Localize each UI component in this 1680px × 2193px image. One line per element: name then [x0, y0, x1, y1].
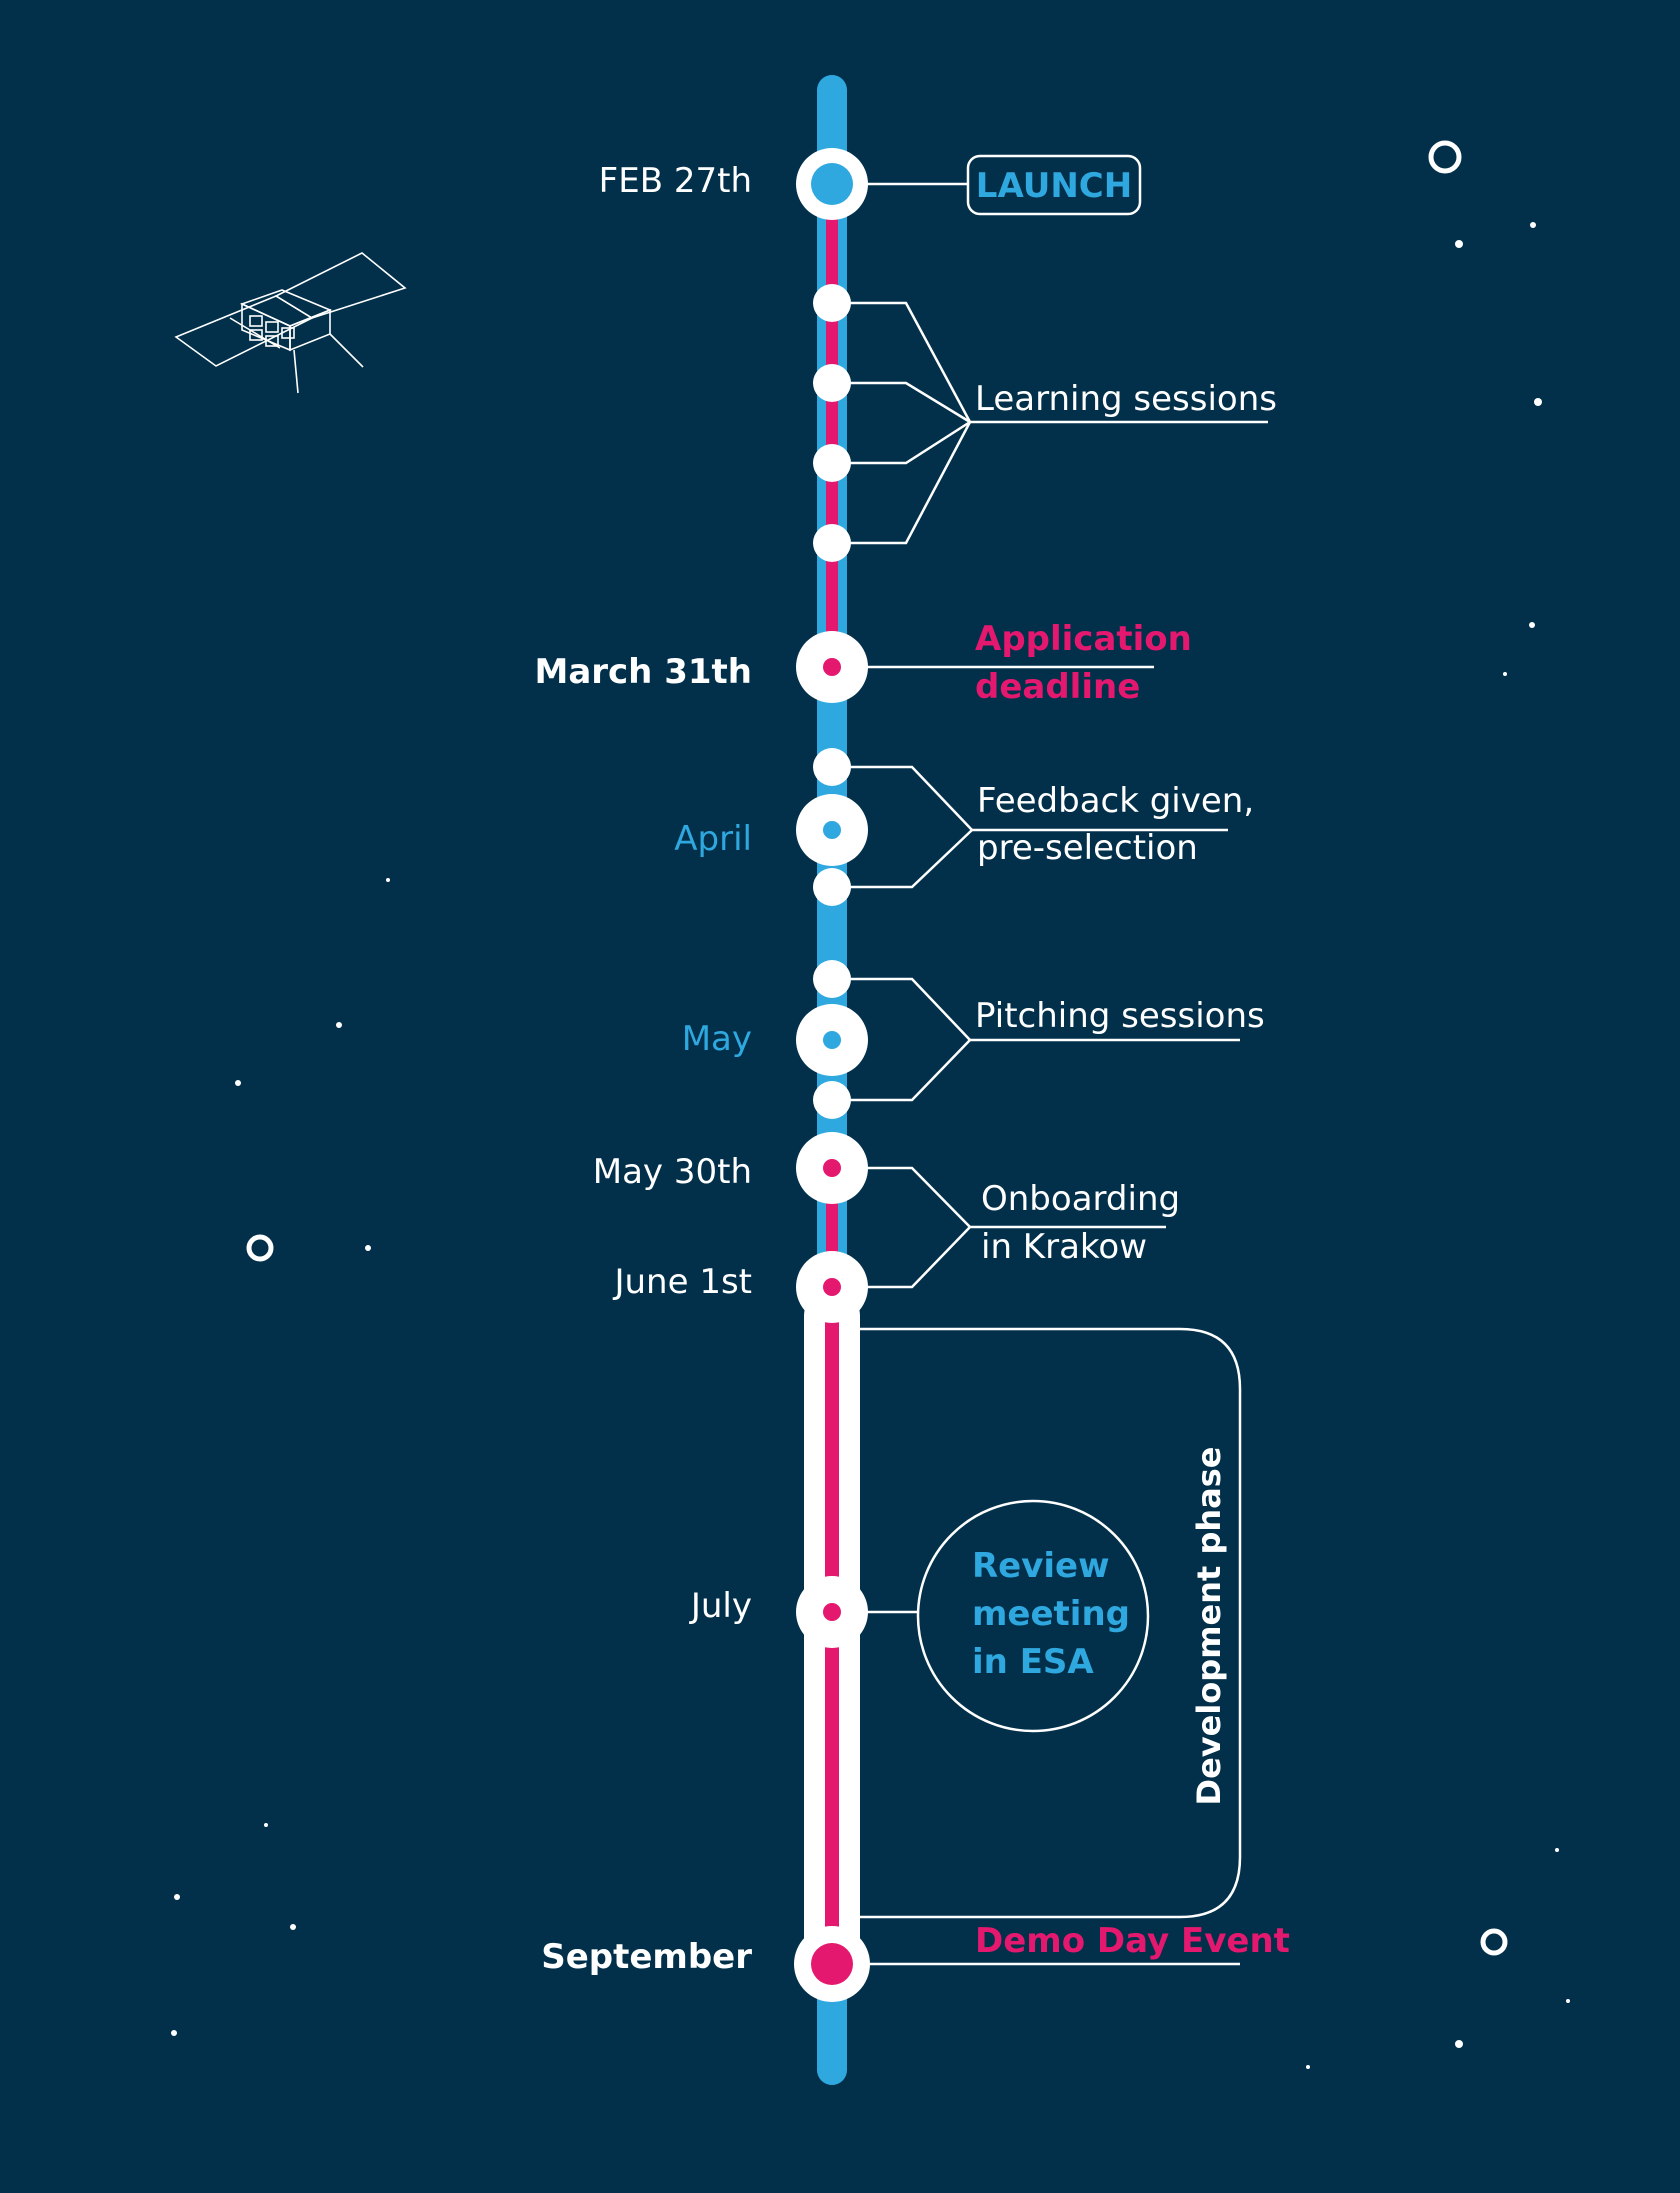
satellite-outline-icon: [174, 252, 407, 394]
development-bracket: [860, 1327, 1242, 1919]
deadline-label-line2: deadline: [975, 667, 1140, 707]
learning-sessions-label: Learning sessions: [975, 379, 1277, 419]
node-deadline: [796, 631, 868, 703]
node-may30: [796, 1132, 868, 1204]
onboarding-label-line1: Onboarding: [981, 1179, 1180, 1219]
node-may: [796, 960, 868, 1119]
feedback-label-line1: Feedback given,: [977, 781, 1254, 821]
deadline-label-line1: Application: [975, 619, 1192, 659]
onboarding-label-line2: in Krakow: [981, 1227, 1147, 1267]
review-label-line2: meeting: [972, 1594, 1130, 1634]
date-may30: May 30th: [593, 1152, 752, 1192]
stars-decoration: [171, 222, 1570, 2069]
ring-stars-decoration: [246, 140, 1508, 1956]
review-label-line3: in ESA: [972, 1642, 1094, 1682]
connector-lines: [832, 182, 1268, 1966]
node-april: [796, 748, 868, 906]
review-label-line1: Review: [972, 1546, 1110, 1586]
node-september: [794, 1926, 870, 2002]
date-september: September: [541, 1937, 752, 1977]
demo-day-label: Demo Day Event: [975, 1921, 1290, 1961]
date-june1: June 1st: [612, 1262, 752, 1302]
node-july: [796, 1576, 868, 1648]
pitching-label: Pitching sessions: [975, 996, 1265, 1036]
feedback-label-line2: pre-selection: [977, 828, 1198, 868]
date-may: May: [682, 1019, 752, 1059]
review-circle: [916, 1499, 1150, 1733]
date-deadline: March 31th: [534, 652, 752, 692]
date-launch: FEB 27th: [599, 161, 752, 201]
node-june1: [796, 1251, 868, 1323]
development-phase-label: Development phase: [1190, 1447, 1228, 1806]
node-launch: [796, 148, 868, 220]
date-july: July: [689, 1586, 752, 1626]
launch-label: LAUNCH: [976, 166, 1132, 206]
date-april: April: [674, 819, 752, 859]
node-learning: [813, 284, 851, 562]
launch-badge: [966, 154, 1142, 216]
